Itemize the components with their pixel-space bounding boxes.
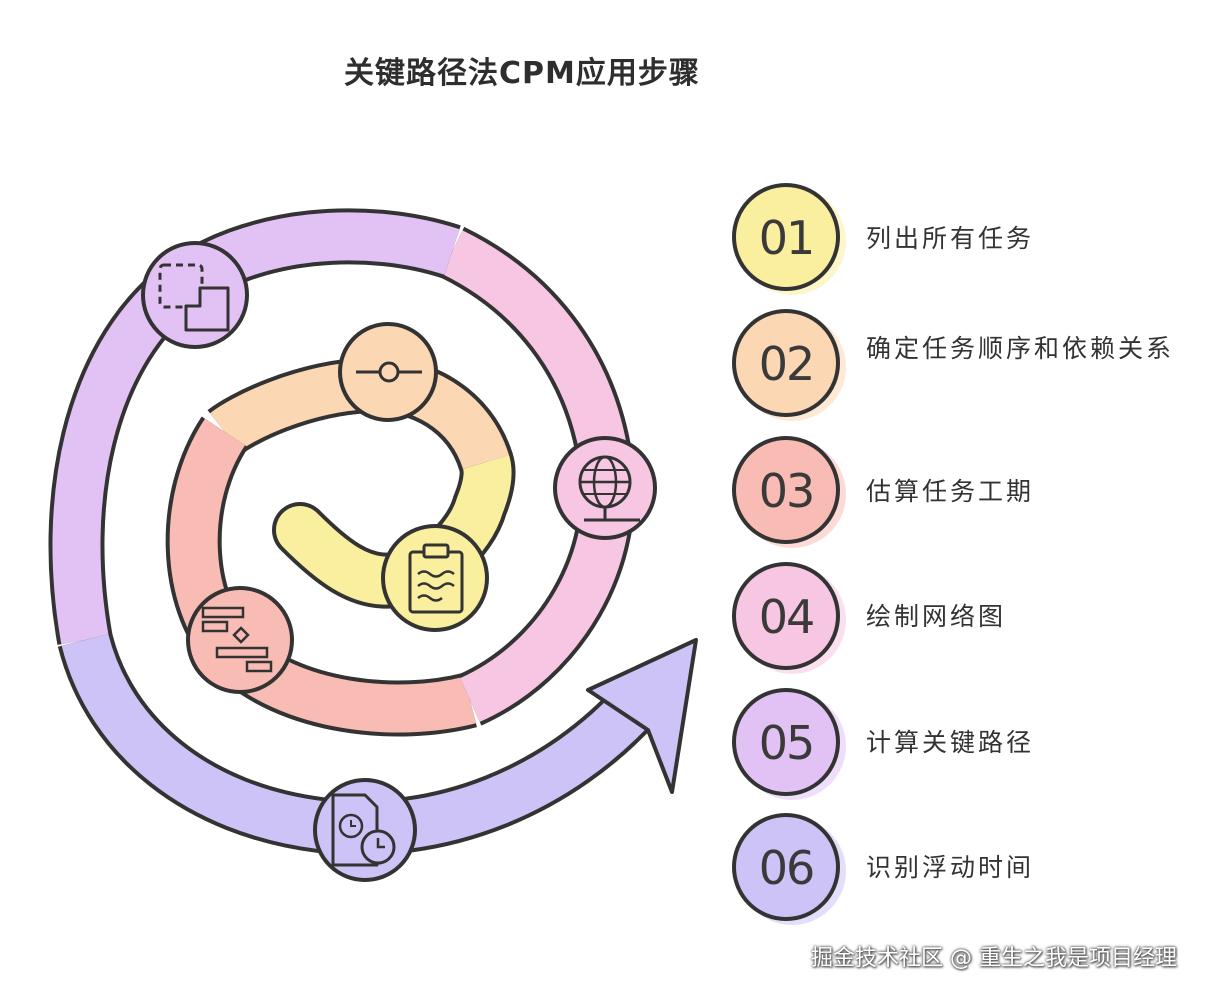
clipboard-icon: [381, 524, 489, 632]
step-badge-circle: [732, 562, 840, 670]
dashed-squares-icon: [141, 241, 249, 349]
step-badge-05: 05: [732, 688, 846, 800]
step-badge-02: 02: [732, 309, 846, 421]
step-number: 02: [759, 337, 814, 391]
step-badge-circle: [732, 436, 840, 544]
step-badge-03: 03: [732, 436, 846, 548]
step-number: 04: [759, 590, 814, 644]
step-number: 03: [759, 464, 814, 518]
gantt-icon: [186, 586, 294, 694]
step-label-04: 绘制网络图: [866, 602, 1007, 631]
step-badge-01: 01: [732, 183, 846, 295]
step-number: 01: [759, 211, 814, 265]
step-badge-circle: [732, 688, 840, 796]
step-badge-06: 06: [732, 813, 846, 925]
step-badge-circle: [732, 183, 840, 291]
step-label-05: 计算关键路径: [866, 728, 1035, 757]
arrow-head: [586, 638, 698, 794]
step-label-06: 识别浮动时间: [866, 853, 1035, 882]
step-label-01: 列出所有任务: [866, 224, 1035, 253]
node-link-icon: [338, 322, 438, 422]
step-badge-circle: [732, 309, 840, 417]
globe-icon: [553, 436, 657, 540]
step-label-02: 确定任务顺序和依赖关系: [866, 334, 1175, 363]
step-number: 06: [759, 841, 814, 895]
watermark: 掘金技术社区 @ 重生之我是项目经理: [811, 946, 1177, 971]
step-badge-04: 04: [732, 562, 846, 674]
document-clock-icon: [313, 778, 417, 882]
page-title: 关键路径法CPM应用步骤: [344, 56, 700, 91]
step-label-03: 估算任务工期: [866, 477, 1035, 506]
step-number: 05: [759, 716, 814, 770]
step-badge-circle: [732, 813, 840, 921]
